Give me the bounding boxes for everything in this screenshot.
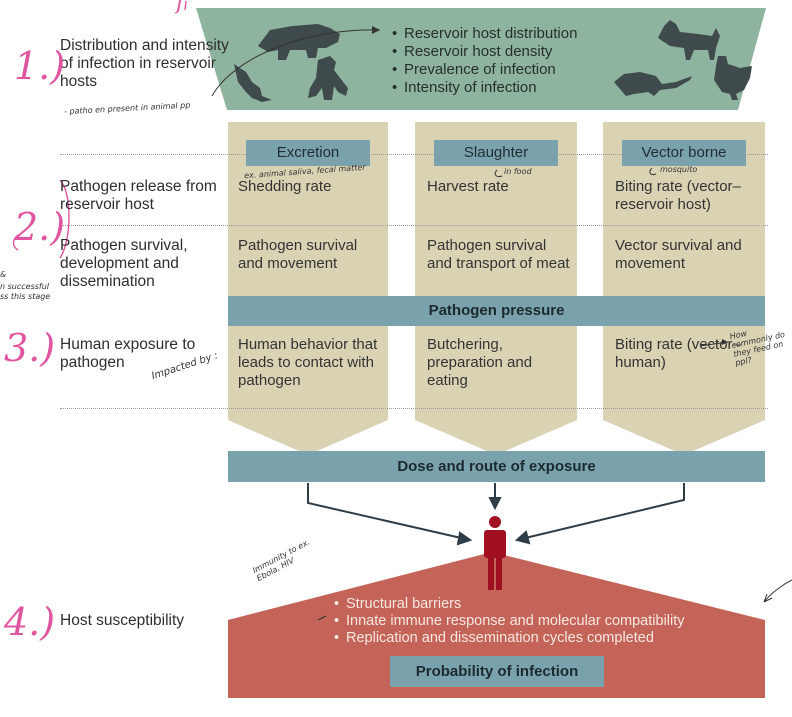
column-header-excretion: Excretion: [246, 140, 370, 166]
row-divider: [60, 225, 768, 226]
annotation-top-mark: ſ: [176, 0, 185, 15]
note-slaughter: in food: [504, 167, 532, 176]
column-excretion-shape: [228, 122, 388, 455]
chimpanzee-icon: [308, 56, 348, 100]
host-bullet: Replication and dissemination cycles com…: [334, 630, 685, 647]
cell-survival-excretion: Pathogen survival and movement: [238, 237, 358, 272]
cell-survival-vector: Vector survival and movement: [615, 237, 742, 272]
goat-icon: [658, 20, 720, 60]
bat-icon: [234, 64, 272, 102]
host-bullet: Innate immune response and molecular com…: [334, 613, 685, 630]
host-bullet: Structural barriers: [334, 596, 685, 613]
note-left-a: &: [0, 270, 7, 279]
annotation-number-3: 3.): [4, 326, 56, 370]
host-bullet-list: Structural barriers Innate immune respon…: [334, 596, 685, 647]
annotation-swoop: [211, 29, 381, 97]
reservoir-bullet-list: Reservoir host distribution Reservoir ho…: [392, 25, 577, 97]
chicken-icon: [714, 56, 752, 100]
row-divider: [60, 408, 768, 409]
annotation-number-2: 2.): [14, 205, 66, 249]
annotation-number-1: 1.): [14, 44, 66, 88]
note-left-c: ss this stage: [0, 292, 51, 301]
exposure-row-label: Human exposure to pathogen: [60, 336, 196, 371]
susceptibility-row-label: Host susceptibility: [60, 612, 185, 629]
note-vector: mosquito: [660, 165, 698, 174]
column-vector-shape: [603, 122, 765, 455]
person-icon: [484, 516, 506, 590]
pathogen-pressure-bar: Pathogen pressure: [228, 296, 765, 326]
reservoir-bullet: Reservoir host density: [392, 43, 577, 61]
cell-exposure-excretion: Human behavior that leads to contact wit…: [238, 336, 378, 389]
survival-row-label: Pathogen survival, development and disse…: [60, 237, 188, 290]
column-header-vector-borne: Vector borne: [622, 140, 746, 166]
column-slaughter-shape: [415, 122, 577, 455]
note-left-b: n successful: [0, 282, 50, 291]
boar-icon: [258, 24, 340, 60]
dose-route-bar: Dose and route of exposure: [228, 451, 765, 482]
cell-exposure-slaughter: Butchering, preparation and eating: [427, 336, 533, 389]
cell-exposure-vector: Biting rate (vector–human): [615, 336, 741, 371]
reservoir-bullet: Prevalence of infection: [392, 61, 577, 79]
cell-survival-slaughter: Pathogen survival and transport of meat: [427, 237, 570, 272]
reservoir-bullet: Reservoir host distribution: [392, 25, 577, 43]
reservoir-row-label: Distribution and intensity of infection …: [60, 37, 229, 90]
row-divider: [60, 154, 768, 155]
annotation-number-4: 4.): [4, 600, 56, 644]
release-row-label: Pathogen release from reservoir host: [60, 178, 217, 213]
annotation-brackets: [12, 0, 187, 259]
reservoir-bullet: Intensity of infection: [392, 79, 577, 97]
convergence-arrows: [307, 483, 685, 546]
cell-release-slaughter: Harvest rate: [427, 178, 509, 195]
cell-release-vector: Biting rate (vector–reservoir host): [615, 178, 741, 213]
cell-release-excretion: Shedding rate: [238, 178, 332, 195]
rat-icon: [614, 72, 692, 96]
column-header-slaughter: Slaughter: [434, 140, 558, 166]
probability-of-infection-box: Probability of infection: [390, 656, 604, 687]
